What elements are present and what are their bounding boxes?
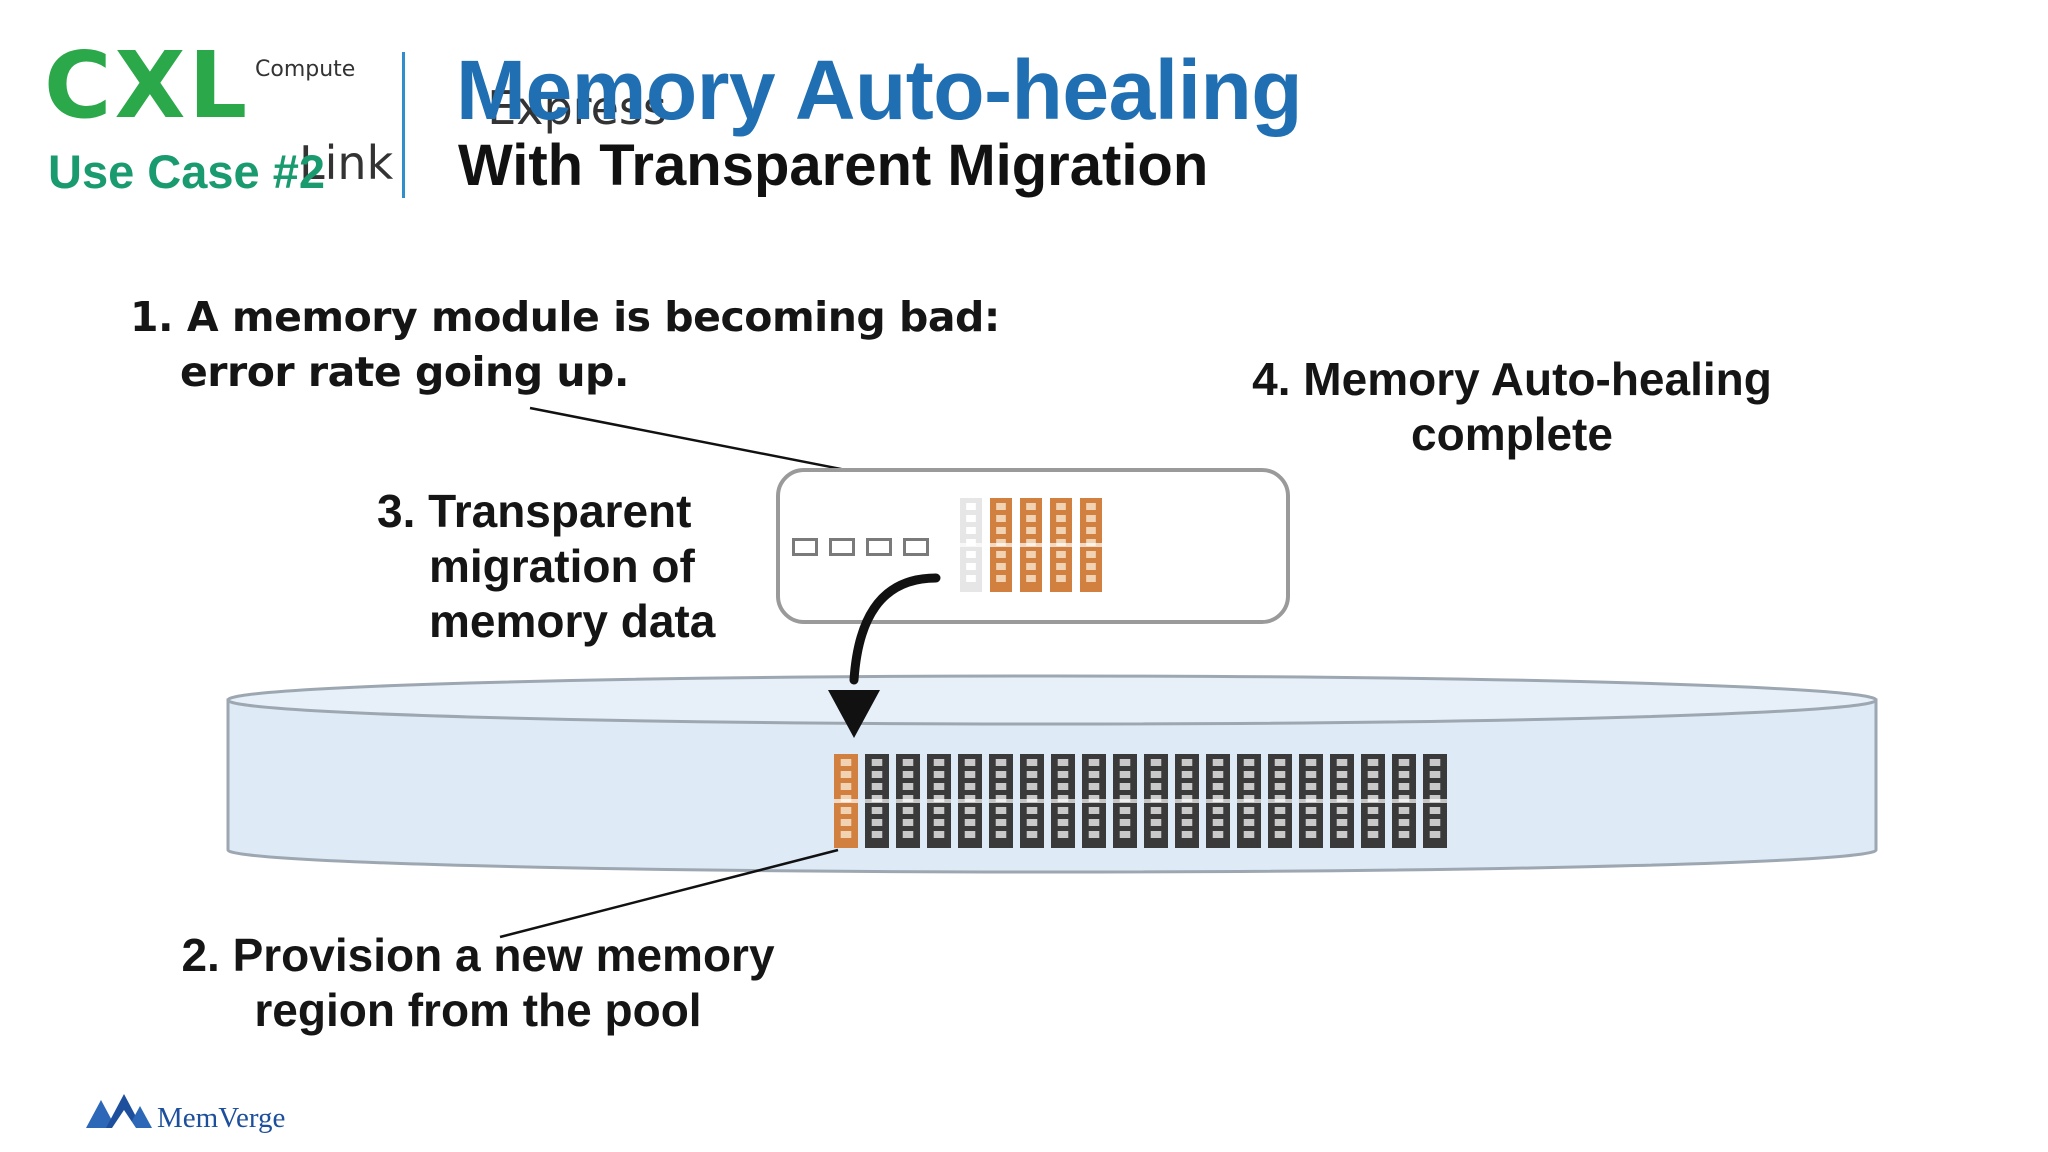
pool-memory-module (1020, 754, 1044, 848)
pool-memory-module (1175, 754, 1199, 848)
use-case-label: Use Case #2 (48, 145, 325, 198)
pool-memory-module (1144, 754, 1168, 848)
step-4-line-2: complete (1411, 408, 1613, 460)
step-1-line-1: 1. A memory module is becoming bad: (130, 293, 1000, 341)
cxl-sub-line-3: Link (299, 136, 394, 190)
pool-memory-module (896, 754, 920, 848)
header-divider (402, 52, 405, 198)
pool-memory-module (958, 754, 982, 848)
cxl-sub-line-1: Compute (255, 57, 356, 82)
pool-memory-module (1423, 754, 1447, 848)
cxl-logo-subtitle: Compute Express Link (255, 58, 877, 191)
step-3-line-3: memory data (429, 595, 716, 647)
pool-memory-module (1237, 754, 1261, 848)
memverge-brand: MemVerge (157, 1102, 286, 1134)
pool-memory-module (1051, 754, 1075, 848)
step-1-line-2: error rate going up. (180, 348, 629, 396)
pool-memory-module (989, 754, 1013, 848)
step-3-line-2: migration of (429, 540, 695, 592)
step-3-line-1: 3. Transparent (377, 485, 692, 537)
pool-memory-module (1299, 754, 1323, 848)
step-4-label: 4. Memory Auto-healing complete (1252, 352, 1772, 462)
slide-title: Memory Auto-healing (456, 43, 1303, 137)
server-module-rack (960, 498, 1102, 592)
pool-memory-module (1361, 754, 1385, 848)
server-slot (829, 538, 855, 556)
failing-memory-module (960, 498, 982, 592)
pool-memory-module (1113, 754, 1137, 848)
cxl-sub-line-2: Express (487, 81, 667, 135)
new-memory-module (834, 754, 858, 848)
step-2-label: 2. Provision a new memory region from th… (178, 928, 778, 1038)
pool-memory-module (1268, 754, 1292, 848)
pool-module-rack (834, 754, 1447, 848)
server-memory-module (1020, 498, 1042, 592)
slide-subtitle: With Transparent Migration (458, 133, 1209, 198)
memory-pool-top (226, 674, 1878, 726)
step-2-line-2: region from the pool (254, 984, 702, 1036)
pool-memory-module (1082, 754, 1106, 848)
migration-arrowhead (828, 690, 880, 738)
pool-memory-module (1392, 754, 1416, 848)
migration-arrow (849, 573, 941, 685)
pool-memory-module (1206, 754, 1230, 848)
step-3-label: 3. Transparent migration of memory data (377, 484, 715, 649)
cxl-logo-text: CXL (44, 32, 251, 139)
pool-memory-module (927, 754, 951, 848)
server-memory-module (1080, 498, 1102, 592)
server-slot (792, 538, 818, 556)
pool-memory-module (865, 754, 889, 848)
step-2-connector-line (499, 848, 839, 939)
server-memory-module (990, 498, 1012, 592)
step-4-line-1: 4. Memory Auto-healing (1252, 353, 1772, 405)
server-memory-module (1050, 498, 1072, 592)
pool-memory-module (1330, 754, 1354, 848)
memverge-logo-icon (86, 1094, 152, 1128)
server-slot (866, 538, 892, 556)
step-2-line-1: 2. Provision a new memory (181, 929, 775, 981)
step-1-label: 1. A memory module is becoming bad: erro… (130, 290, 1000, 400)
server-slot (903, 538, 929, 556)
